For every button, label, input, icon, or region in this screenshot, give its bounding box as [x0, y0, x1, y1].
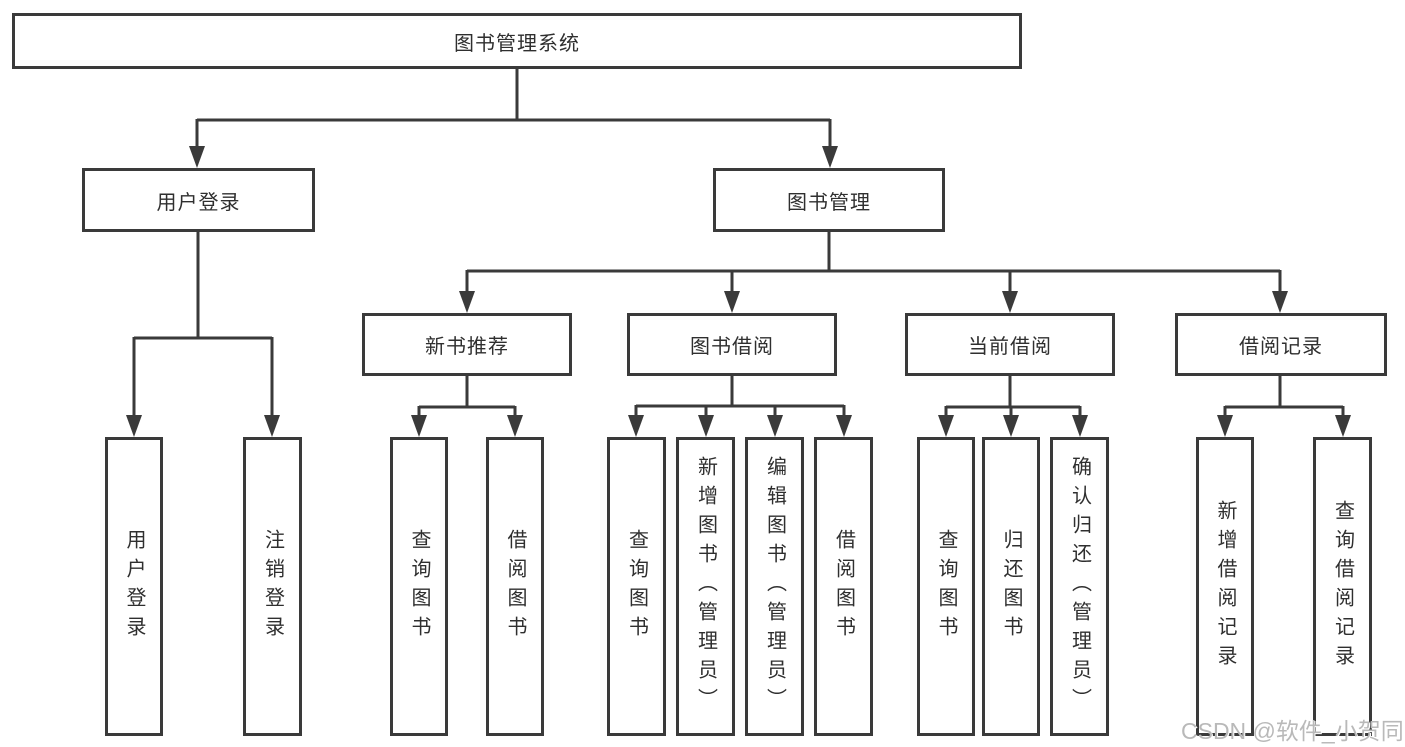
leaf-add-books-admin: 新增图书（管理员） — [676, 437, 735, 736]
watermark: CSDN @软件_小贺同学 — [1181, 718, 1405, 744]
node-root-label: 图书管理系统 — [454, 32, 580, 55]
leaf-edit-books-admin-label: 编辑图书（管理员） — [763, 456, 786, 717]
node-book-borrow: 图书借阅 — [627, 313, 837, 376]
leaf-query-borrow-record: 查询借阅记录 — [1313, 437, 1372, 736]
leaf-add-borrow-record: 新增借阅记录 — [1196, 437, 1254, 736]
leaf-logout-label: 注销登录 — [261, 528, 284, 645]
leaf-logout: 注销登录 — [243, 437, 302, 736]
leaf-borrow-books-label: 借阅图书 — [832, 528, 855, 645]
leaf-borrow-query-books: 查询图书 — [607, 437, 666, 736]
node-current-borrow: 当前借阅 — [905, 313, 1115, 376]
node-book-mgmt-label: 图书管理 — [787, 191, 871, 214]
leaf-rec-borrow-books-label: 借阅图书 — [504, 528, 526, 645]
leaf-query-borrow-record-label: 查询借阅记录 — [1331, 499, 1354, 674]
leaf-rec-borrow-books: 借阅图书 — [486, 437, 544, 736]
leaf-rec-query-books: 查询图书 — [390, 437, 448, 736]
leaf-user-login-label: 用户登录 — [123, 528, 145, 645]
node-root: 图书管理系统 — [12, 13, 1022, 69]
leaf-return-books: 归还图书 — [982, 437, 1040, 736]
leaf-rec-query-books-label: 查询图书 — [408, 528, 430, 645]
leaf-current-query-books-label: 查询图书 — [935, 528, 957, 645]
leaf-borrow-books: 借阅图书 — [814, 437, 873, 736]
leaf-current-query-books: 查询图书 — [917, 437, 975, 736]
node-borrow-records-label: 借阅记录 — [1239, 336, 1323, 358]
node-borrow-records: 借阅记录 — [1175, 313, 1387, 376]
leaf-borrow-query-books-label: 查询图书 — [625, 528, 648, 645]
leaf-confirm-return-admin-label: 确认归还（管理员） — [1068, 456, 1091, 717]
node-book-borrow-label: 图书借阅 — [690, 336, 774, 358]
node-current-borrow-label: 当前借阅 — [968, 336, 1052, 358]
node-user-login-label: 用户登录 — [156, 191, 241, 214]
node-new-book-rec-label: 新书推荐 — [425, 336, 509, 358]
leaf-edit-books-admin: 编辑图书（管理员） — [745, 437, 804, 736]
leaf-return-books-label: 归还图书 — [1000, 528, 1022, 645]
node-book-mgmt: 图书管理 — [713, 168, 945, 232]
node-user-login: 用户登录 — [82, 168, 315, 232]
leaf-add-books-admin-label: 新增图书（管理员） — [694, 456, 717, 717]
leaf-user-login: 用户登录 — [105, 437, 163, 736]
leaf-add-borrow-record-label: 新增借阅记录 — [1214, 499, 1236, 674]
arrowhead-icons — [126, 146, 1351, 437]
node-new-book-rec: 新书推荐 — [362, 313, 572, 376]
leaf-confirm-return-admin: 确认归还（管理员） — [1050, 437, 1109, 736]
